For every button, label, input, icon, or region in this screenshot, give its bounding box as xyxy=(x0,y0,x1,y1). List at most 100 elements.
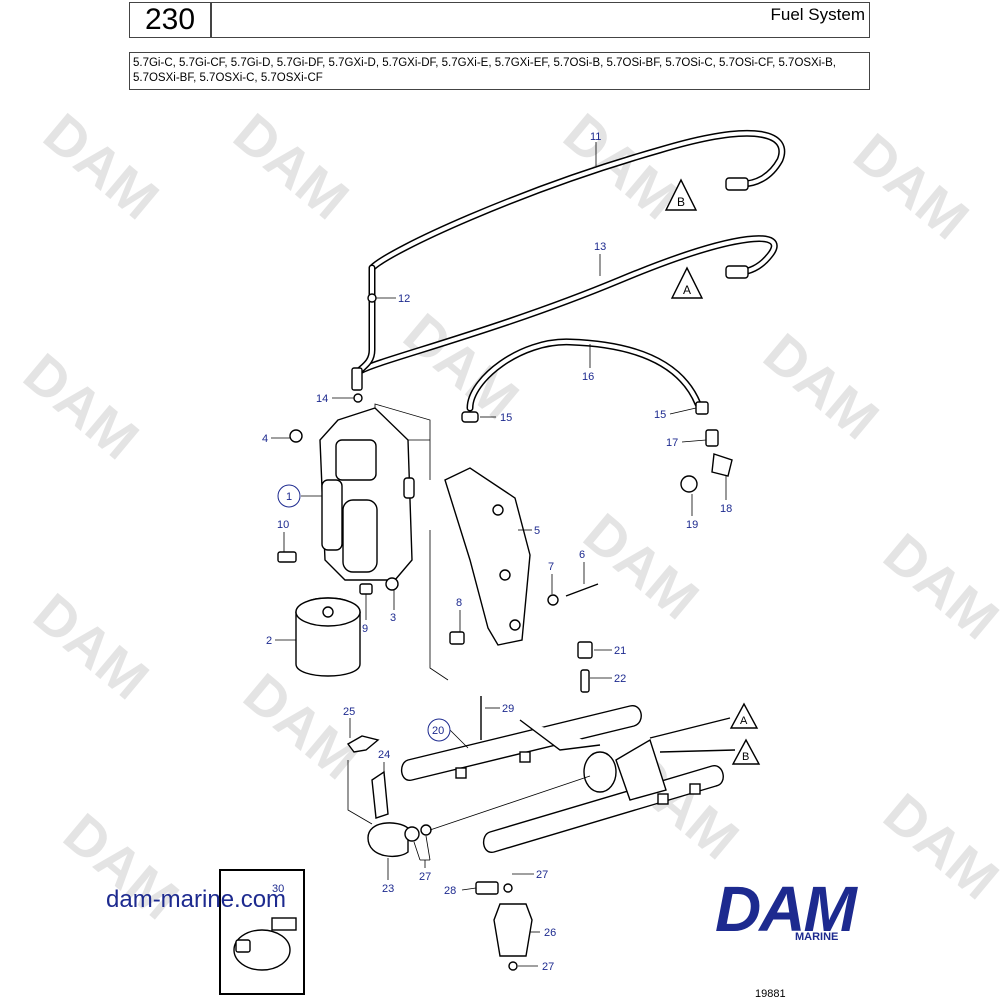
clamp-tab xyxy=(271,917,297,931)
pressure-regulator xyxy=(346,735,432,858)
filter-body xyxy=(295,612,361,677)
callout-2: 2 xyxy=(266,635,272,647)
callout-25: 25 xyxy=(343,706,355,718)
washer-7 xyxy=(547,594,559,606)
fuel-line-16-inner xyxy=(468,339,700,410)
leader-28 xyxy=(461,887,477,891)
injector-26 xyxy=(493,903,533,957)
bolt-10 xyxy=(277,551,297,563)
leader-15b xyxy=(669,407,697,415)
watermark: DAM xyxy=(22,581,160,711)
regulator-seal xyxy=(404,826,420,842)
rail-manifold xyxy=(615,738,667,801)
clamp-screw xyxy=(235,939,251,953)
leader-regulator xyxy=(347,760,591,831)
right-fittings xyxy=(461,401,733,493)
callout-11: 11 xyxy=(590,131,601,143)
page-title: Fuel System xyxy=(770,5,865,24)
o-ring-27-bottom xyxy=(508,961,518,971)
fitting-lower-14 xyxy=(351,367,363,391)
fitting-17 xyxy=(705,429,719,447)
o-ring-27-top xyxy=(503,883,513,893)
connector-b-label: B xyxy=(677,195,685,209)
watermark: DAM xyxy=(32,101,170,231)
o-ring-14 xyxy=(353,393,363,403)
clamp-box xyxy=(219,869,305,995)
watermark: DAM xyxy=(752,321,890,451)
rail-port xyxy=(519,751,531,763)
rail-port xyxy=(455,767,467,779)
callout-27b: 27 xyxy=(536,869,548,881)
callout-8: 8 xyxy=(456,597,462,609)
brand-logo: DAM xyxy=(715,873,857,945)
callout-26: 26 xyxy=(544,927,556,939)
regulator-ring xyxy=(420,824,432,836)
regulator-23 xyxy=(367,822,409,858)
fuel-lines xyxy=(351,129,786,412)
callout-9: 9 xyxy=(362,623,368,635)
callout-5: 5 xyxy=(534,525,540,537)
connector-a-rail-label: A xyxy=(740,715,748,727)
plug-19 xyxy=(680,475,698,493)
callout-3: 3 xyxy=(390,612,396,624)
fuel-cooler xyxy=(342,499,378,573)
callout-1: 1 xyxy=(286,491,292,503)
callout-7: 7 xyxy=(548,561,554,573)
watermark: DAM xyxy=(872,521,1000,651)
fuel-rails xyxy=(401,641,736,853)
rail-port xyxy=(689,783,701,795)
callout-4: 4 xyxy=(262,433,268,445)
hose-b xyxy=(659,749,736,753)
fuel-line-11-inner xyxy=(370,131,784,270)
regulator-housing xyxy=(583,751,617,793)
bracket-5 xyxy=(444,467,599,646)
callout-29: 29 xyxy=(502,703,514,715)
bracket-hole xyxy=(492,504,504,516)
watermark: DAM xyxy=(842,121,980,251)
connector-28 xyxy=(475,881,499,895)
connector-a-rail xyxy=(729,702,759,729)
bracket-plate xyxy=(444,467,531,646)
page-number: 230 xyxy=(129,2,211,38)
rail-port xyxy=(657,793,669,805)
connector-a-label: A xyxy=(683,283,691,297)
callout-17: 17 xyxy=(666,437,678,449)
website-link[interactable]: dam-marine.com xyxy=(106,886,287,913)
callout-28: 28 xyxy=(444,885,456,897)
callout-1-circle xyxy=(277,484,301,508)
watermark: DAM xyxy=(552,101,690,231)
elbow-18 xyxy=(711,453,733,477)
hose-a xyxy=(649,717,731,739)
fuel-pump-1 xyxy=(321,479,343,551)
nut-8 xyxy=(449,631,465,645)
o-ring-12 xyxy=(367,293,377,303)
callout-30: 30 xyxy=(272,883,284,895)
filter-hole xyxy=(322,606,334,618)
leader-20 xyxy=(449,729,469,749)
callouts: 11 12 13 14 15 15 16 17 18 19 4 1 10 2 9… xyxy=(262,131,732,973)
callout-13: 13 xyxy=(594,241,606,253)
fuel-rail-upper xyxy=(401,705,642,781)
callout-27a: 27 xyxy=(419,871,431,883)
connector-b-rail-label: B xyxy=(742,751,749,763)
rail-crossover xyxy=(519,719,601,751)
callout-6: 6 xyxy=(579,549,585,561)
connector-b-rail xyxy=(731,738,761,765)
callout-16: 16 xyxy=(582,371,594,383)
callout-18: 18 xyxy=(720,503,732,515)
watermark: DAM xyxy=(222,101,360,231)
leader-lines xyxy=(271,142,727,967)
callout-20-circle xyxy=(427,718,451,742)
connector-a-top xyxy=(670,266,704,299)
fuel-filter-2 xyxy=(295,597,361,677)
leader-box xyxy=(374,403,449,681)
callout-10: 10 xyxy=(277,519,289,531)
bolt-9 xyxy=(359,583,373,595)
callout-23: 23 xyxy=(382,883,394,895)
bracket-hole xyxy=(509,619,521,631)
fitting-11 xyxy=(725,177,749,191)
cap-21 xyxy=(577,641,593,659)
connector-b-top xyxy=(664,178,698,211)
callout-24: 24 xyxy=(378,749,390,761)
